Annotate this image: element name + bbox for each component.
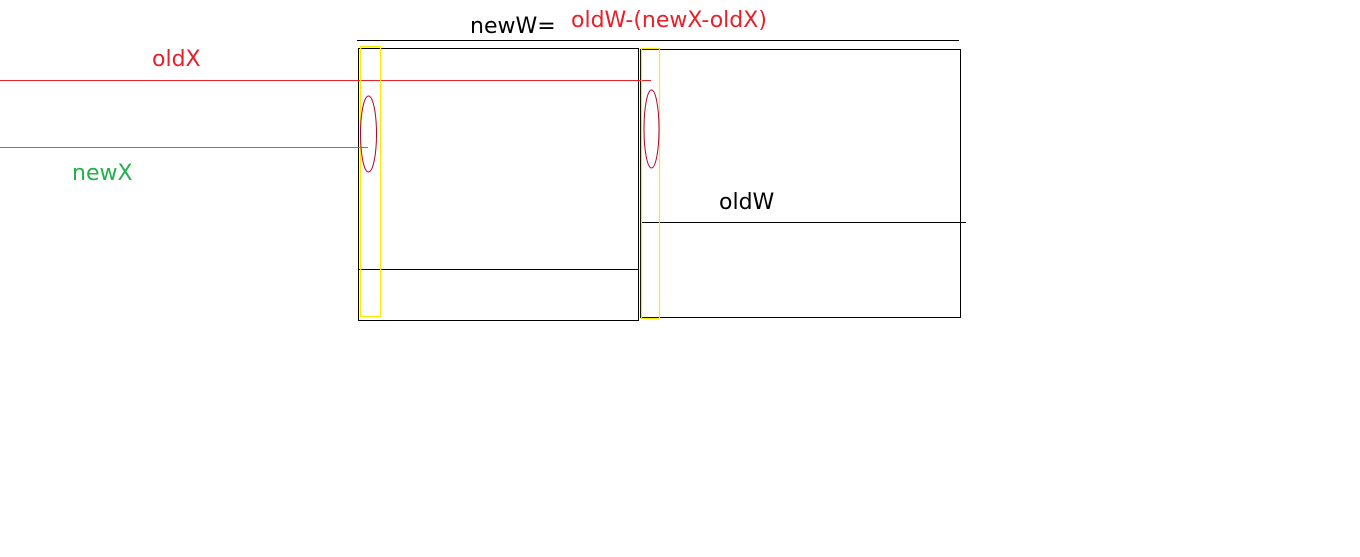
new-w-formula-label: oldW-(newX-oldX) <box>571 8 767 33</box>
resized-box <box>358 48 639 321</box>
right-grip-ellipse <box>643 89 660 169</box>
old-x-label: oldX <box>152 47 201 72</box>
original-box <box>640 49 961 318</box>
left-grip-ellipse <box>360 95 377 173</box>
new-w-prefix-label: newW= <box>470 14 556 39</box>
old-w-label: oldW <box>719 190 775 215</box>
new-x-label: newX <box>72 161 133 186</box>
right-drag-handle <box>640 47 661 320</box>
left-drag-handle <box>359 45 382 318</box>
